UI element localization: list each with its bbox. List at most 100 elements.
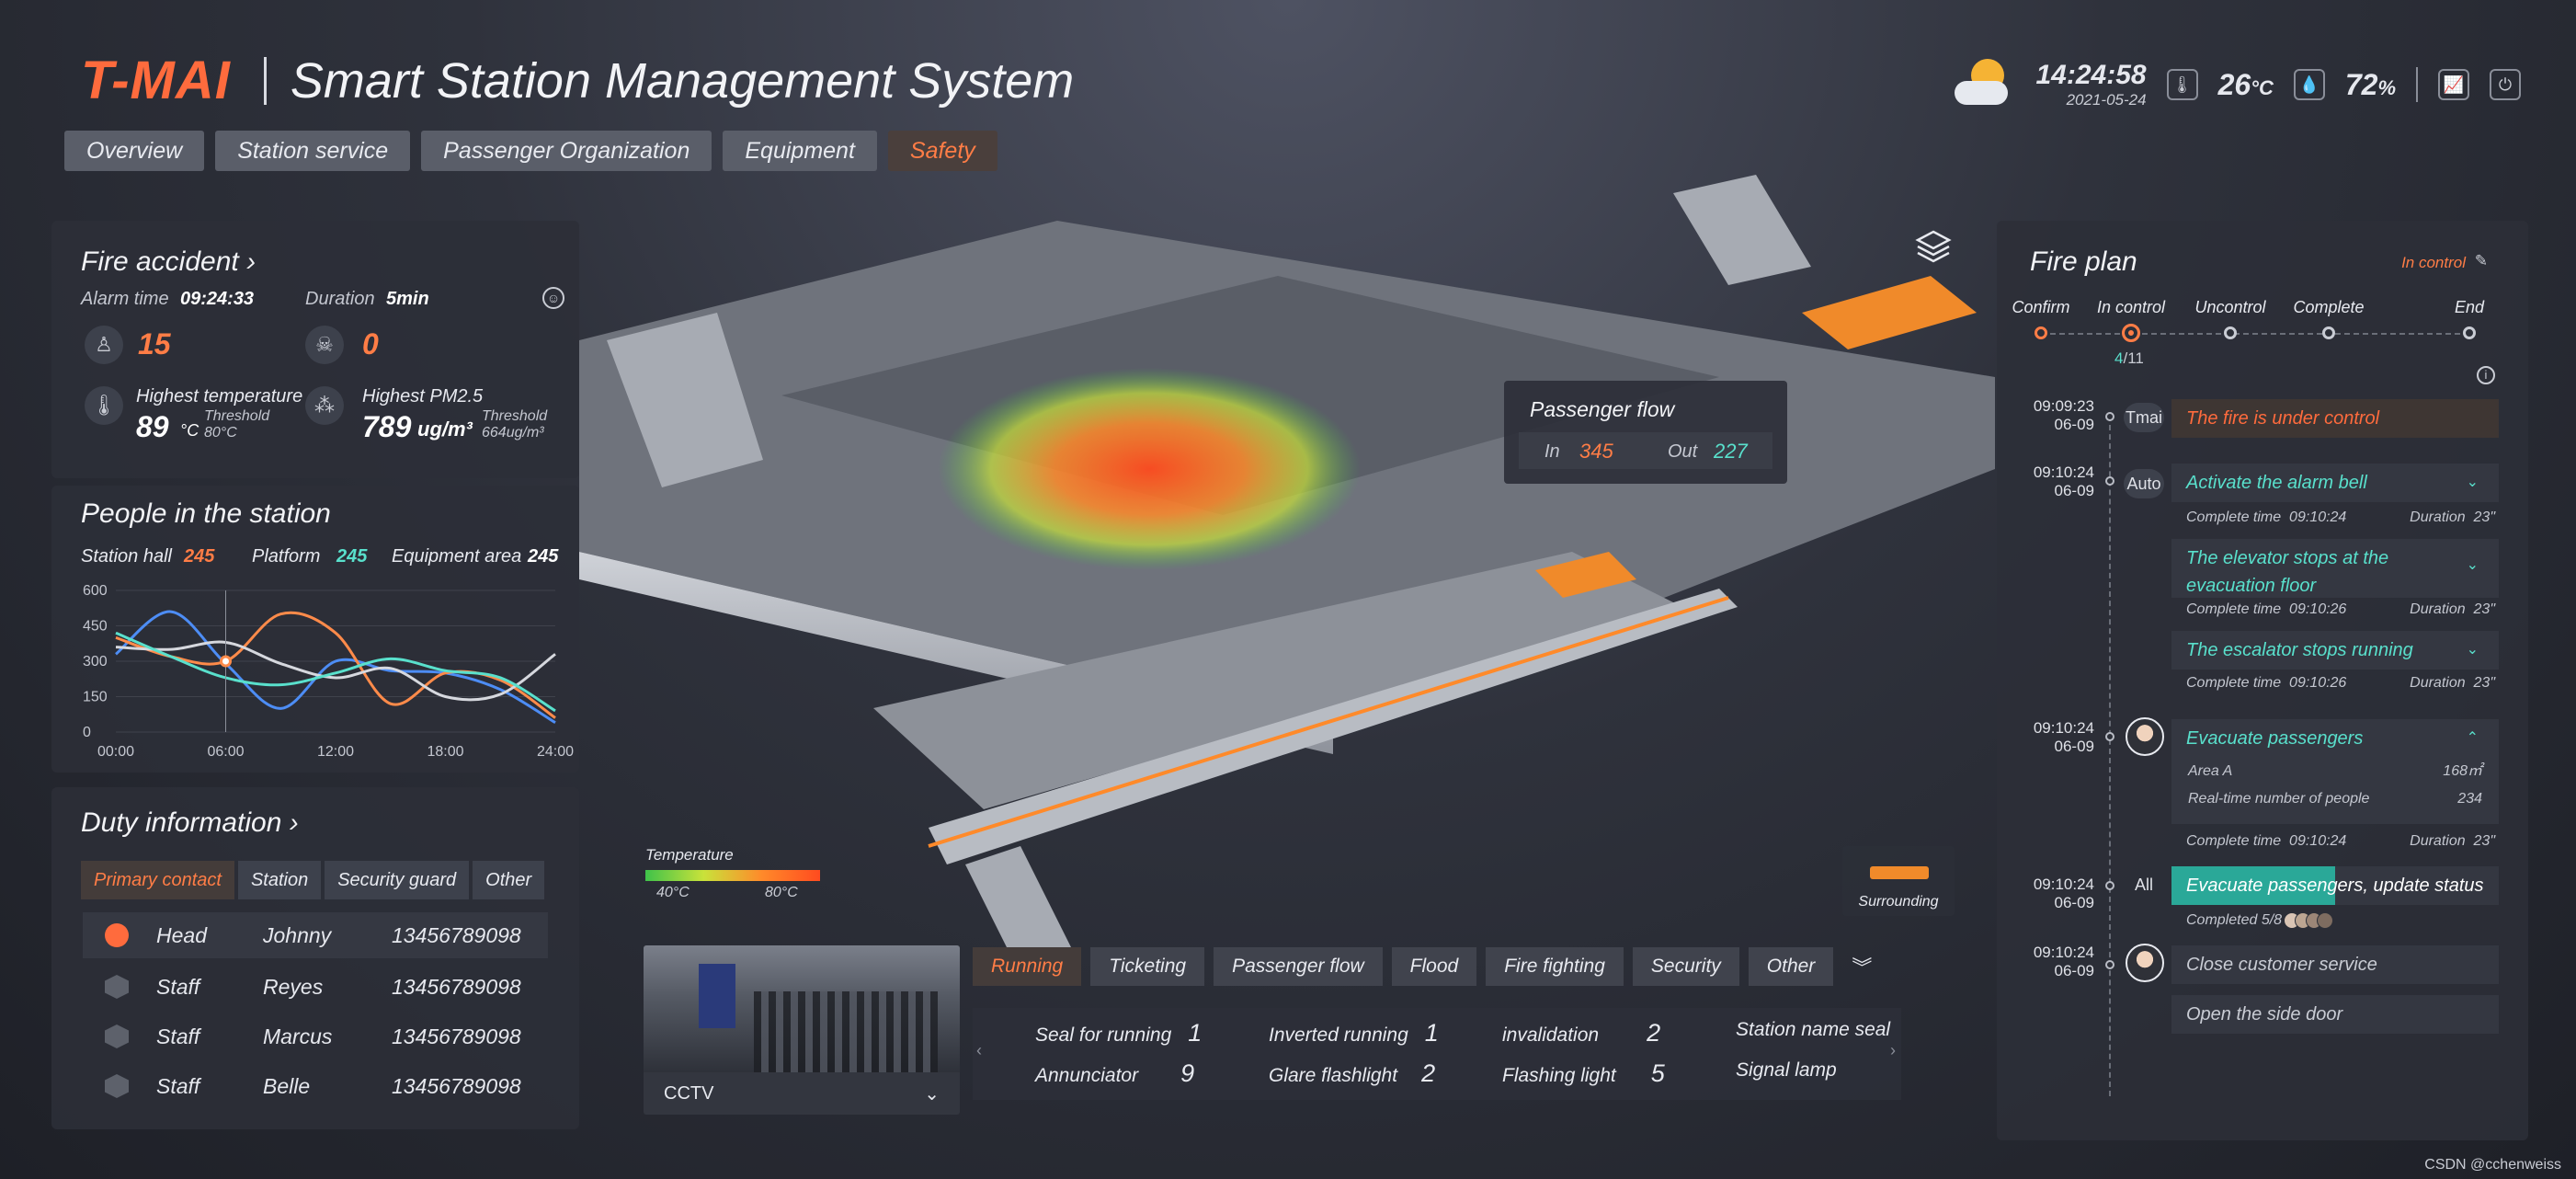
step-complete[interactable]: Complete	[2293, 298, 2365, 316]
chevron-right-icon[interactable]: ›	[1890, 1041, 1896, 1059]
equip-tab-other[interactable]: Other	[1748, 947, 1834, 986]
passenger-flow-popup: Passenger flow In 345 Out 227	[1504, 381, 1787, 484]
step-in-control[interactable]: In control	[2096, 298, 2166, 316]
timeline-track	[2109, 416, 2111, 1096]
skull-icon: ☠	[305, 326, 344, 364]
equipment-item[interactable]: Signal lamp	[1736, 1059, 1837, 1082]
equip-tab-security[interactable]: Security	[1632, 947, 1739, 986]
tab-equipment[interactable]: Equipment	[723, 131, 877, 171]
x-tick-label: 18:00	[427, 744, 463, 760]
equipment-item[interactable]: Station name seal	[1736, 1019, 1890, 1041]
clock: 14:24:58 2021-05-24	[2035, 60, 2146, 109]
alarm-time-value: 09:24:33	[180, 289, 255, 309]
layers-button[interactable]	[1912, 228, 1955, 265]
equip-tab-running[interactable]: Running	[973, 947, 1082, 986]
equipment-item-label: invalidation	[1502, 1024, 1600, 1046]
equip-tab-fire-fighting[interactable]: Fire fighting	[1486, 947, 1624, 986]
thermometer-icon: 🌡	[2166, 69, 2198, 100]
equip-tab-passenger-flow[interactable]: Passenger flow	[1214, 947, 1383, 986]
timeline-card[interactable]: Open the side door	[2171, 995, 2499, 1034]
duty-title[interactable]: Duty information ›	[81, 807, 299, 839]
step-end[interactable]: End	[2454, 298, 2485, 316]
monitor-chart-icon[interactable]: 📈	[2438, 69, 2469, 100]
tab-passenger-organization[interactable]: Passenger Organization	[421, 131, 712, 171]
cctv-selector[interactable]: CCTV ⌄	[644, 1072, 960, 1115]
power-icon[interactable]: ⏻	[2490, 69, 2521, 100]
cctv-feed[interactable]	[644, 945, 960, 1072]
equipment-item-value: 1	[1424, 1019, 1439, 1047]
cctv-panel[interactable]: CCTV ⌄	[644, 945, 960, 1115]
temperature-readout: 26°C	[2218, 68, 2274, 102]
duration-label: Duration	[2410, 601, 2466, 617]
platform-deck	[873, 552, 1682, 809]
duty-row[interactable]: Staff Marcus 13456789098	[83, 1013, 548, 1059]
fire-accident-title[interactable]: Fire accident ›	[81, 246, 256, 278]
timeline-source: Tmai	[2124, 403, 2164, 432]
surrounding-view-button[interactable]: Surrounding	[1842, 846, 1955, 916]
duration-value: 5min	[386, 289, 429, 309]
duty-tab-station[interactable]: Station	[237, 861, 322, 899]
people-value: 234	[2457, 791, 2482, 807]
step-confirm[interactable]: Confirm	[2012, 298, 2070, 316]
duration-value: 23"	[2473, 601, 2495, 617]
page-title: Smart Station Management System	[290, 52, 1075, 109]
duty-row[interactable]: Staff Belle 13456789098	[83, 1063, 548, 1109]
y-tick-label: 150	[83, 690, 108, 705]
duty-tab-other[interactable]: Other	[473, 861, 545, 899]
cctv-label: CCTV	[664, 1082, 714, 1104]
info-icon[interactable]: i	[2477, 366, 2495, 384]
timeline-dot	[2105, 476, 2114, 486]
chevron-down-icon: ⌄	[924, 1083, 940, 1105]
duty-title-text: Duty information	[81, 807, 282, 838]
evacuation-progress-fill	[2171, 866, 2335, 905]
timeline-card[interactable]: Activate the alarm bell⌄	[2171, 464, 2499, 502]
station-3d-model[interactable]	[579, 166, 1995, 956]
stepper-track	[2041, 333, 2469, 335]
duty-row[interactable]: Head Johnny 13456789098	[83, 912, 548, 958]
smiley-icon[interactable]: ☺	[542, 287, 564, 309]
humidity-value: 72	[2344, 67, 2378, 101]
step-uncontrol[interactable]: Uncontrol	[2194, 298, 2266, 316]
duty-tab-primary-contact[interactable]: Primary contact	[81, 861, 234, 899]
timeline-card[interactable]: The elevator stops at the evacuation flo…	[2171, 539, 2499, 598]
equipment-room	[1802, 276, 1977, 349]
duty-row[interactable]: Staff Reyes 13456789098	[83, 964, 548, 1010]
hexagon-badge-icon	[105, 1074, 129, 1098]
timeline-card[interactable]: Evacuate passengers, update status	[2171, 866, 2499, 905]
tab-station-service[interactable]: Station service	[215, 131, 411, 171]
cctv-crowd	[754, 991, 938, 1072]
y-tick-label: 600	[83, 583, 108, 599]
timeline-card[interactable]: The fire is under control	[2171, 399, 2499, 438]
timeline-time-date: 06-09	[2054, 482, 2094, 499]
tab-overview[interactable]: Overview	[64, 131, 205, 171]
equip-tab-ticketing[interactable]: Ticketing	[1090, 947, 1205, 986]
duty-tab-security-guard[interactable]: Security guard	[325, 861, 470, 899]
fire-plan-status: In control	[2401, 254, 2466, 271]
cctv-sign	[699, 964, 735, 1028]
duration-label: Duration	[305, 289, 375, 309]
step-dot-end	[2463, 326, 2476, 339]
surrounding-thumbnail	[1870, 866, 1929, 879]
chevron-left-icon[interactable]: ‹	[976, 1041, 982, 1059]
edit-icon[interactable]: ✎	[2474, 252, 2488, 269]
complete-time: 09:10:24	[2289, 509, 2347, 525]
tab-safety[interactable]: Safety	[887, 131, 997, 171]
timeline-card[interactable]: Close customer service	[2171, 945, 2499, 984]
step-progress: 4/11	[2114, 349, 2144, 368]
timeline-card[interactable]: The escalator stops running⌄	[2171, 631, 2499, 670]
duration-label: Duration	[2410, 675, 2466, 691]
double-chevron-down-icon[interactable]: ︾	[1852, 956, 1873, 979]
complete-time: 09:10:26	[2289, 675, 2347, 691]
layers-icon	[1915, 230, 1952, 263]
equip-tab-flood[interactable]: Flood	[1391, 947, 1477, 986]
